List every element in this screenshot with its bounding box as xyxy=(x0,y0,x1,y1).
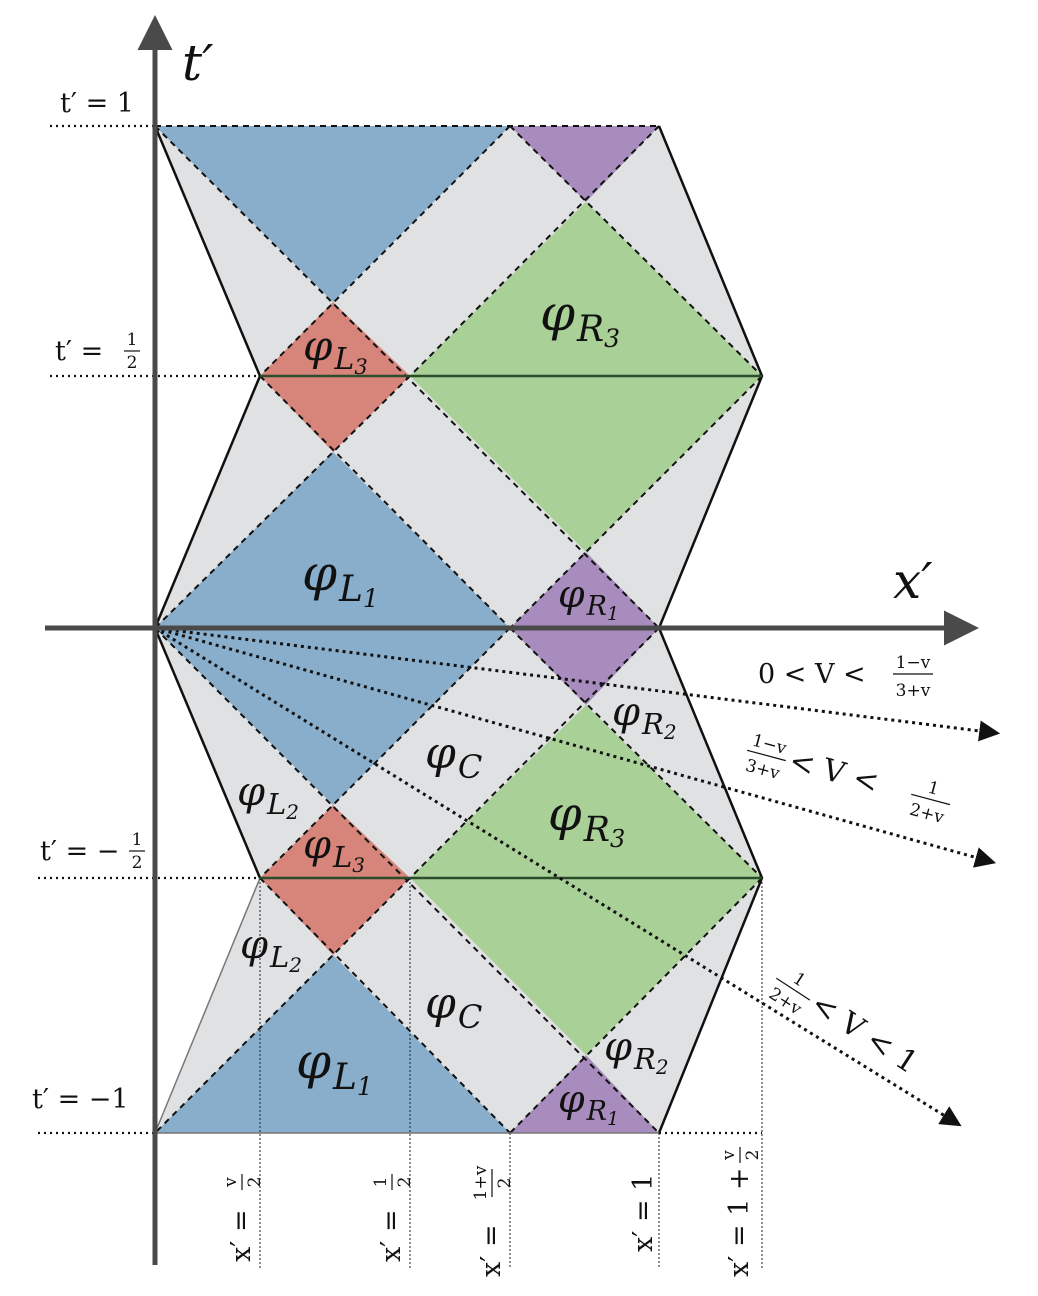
svg-text:1: 1 xyxy=(127,330,138,350)
region-R1-top-shape xyxy=(510,126,659,202)
time-tick-t1: t′ = 1 xyxy=(60,88,134,119)
velocity-range-2: 1−v 3+v < V < 1 2+v xyxy=(743,731,951,828)
region-label-R1-top: φR1 xyxy=(558,572,619,625)
region-label-L3-low: φL3 xyxy=(303,822,365,877)
space-tick-1pv2: x′ = 1 + v 2 xyxy=(719,1147,763,1277)
region-L3-low-shape xyxy=(260,805,410,955)
svg-text:< V <: < V < xyxy=(785,743,882,800)
region-L1-top-shape xyxy=(155,126,510,302)
svg-text:2+v: 2+v xyxy=(907,800,946,828)
svg-text:v: v xyxy=(221,1177,241,1188)
svg-text:t′ = −1: t′ = −1 xyxy=(32,1084,129,1115)
svg-text:2: 2 xyxy=(395,1177,415,1188)
region-label-C-mid: φC xyxy=(425,728,482,786)
ray-v2 xyxy=(154,626,997,868)
velocity-range-3: 1 2+v < V < 1 xyxy=(765,969,924,1081)
region-label-L1-low: φL1 xyxy=(296,1032,373,1101)
svg-text:1: 1 xyxy=(926,778,942,800)
svg-text:3+v: 3+v xyxy=(896,681,931,701)
svg-text:2: 2 xyxy=(495,1178,515,1189)
x-axis-label: x′ xyxy=(893,552,933,610)
svg-text:v: v xyxy=(719,1150,739,1161)
svg-text:2: 2 xyxy=(743,1150,763,1161)
svg-text:2: 2 xyxy=(132,853,143,873)
region-label-R1-low: φR1 xyxy=(558,1077,619,1130)
region-R3-low-shape xyxy=(410,705,762,1055)
time-tick-half: t′ = 1 2 xyxy=(55,330,140,373)
svg-text:1−v: 1−v xyxy=(750,731,789,759)
svg-text:0 < V <: 0 < V < xyxy=(758,659,866,690)
region-label-L3-top: φL3 xyxy=(303,321,368,379)
ray-v3 xyxy=(154,626,962,1127)
svg-text:1: 1 xyxy=(132,830,143,850)
region-label-L2-mid: φL2 xyxy=(237,769,299,824)
svg-text:t′ =: t′ = xyxy=(55,336,103,367)
region-L1-low-shape xyxy=(155,955,510,1133)
t-axis-label: t′ xyxy=(182,34,214,92)
space-tick-1: x′ = 1 xyxy=(628,1174,659,1252)
svg-text:x′ =: x′ = xyxy=(376,1209,407,1262)
svg-text:x′ = 1 +: x′ = 1 + xyxy=(724,1167,755,1277)
svg-text:2: 2 xyxy=(245,1177,265,1188)
region-label-C-low: φC xyxy=(425,978,482,1036)
time-tick-minus-half: t′ = − 1 2 xyxy=(40,830,145,873)
time-guides xyxy=(38,124,762,1135)
strip-outline-lower-left xyxy=(154,877,261,1134)
svg-text:1+v: 1+v xyxy=(471,1165,491,1200)
time-tick-tm1: t′ = −1 xyxy=(32,1084,129,1115)
ray-v1 xyxy=(154,626,1001,742)
strip-outline-left xyxy=(153,125,262,879)
space-guides xyxy=(259,878,763,1268)
svg-text:t′ = −: t′ = − xyxy=(40,836,119,867)
svg-text:1−v: 1−v xyxy=(896,653,931,673)
region-R1-low-shape xyxy=(510,1055,659,1133)
region-label-R3-low: φR3 xyxy=(548,786,625,853)
space-tick-1v2: x′ = 1+v 2 xyxy=(471,1165,515,1277)
svg-text:x′ =: x′ = xyxy=(476,1224,507,1277)
region-label-L1-top: φL1 xyxy=(302,544,379,613)
space-tick-v2: x′ = v 2 xyxy=(221,1174,265,1262)
svg-text:x′ = 1: x′ = 1 xyxy=(628,1174,659,1252)
svg-text:2: 2 xyxy=(127,353,138,373)
svg-text:3+v: 3+v xyxy=(743,756,782,784)
velocity-rays xyxy=(154,626,1001,1127)
region-label-L2-low: φL2 xyxy=(240,922,302,977)
svg-text:1: 1 xyxy=(371,1177,391,1188)
region-label-R2-low: φR2 xyxy=(604,1024,669,1079)
svg-text:t′ = 1: t′ = 1 xyxy=(60,88,134,119)
space-tick-half: x′ = 1 2 xyxy=(371,1174,415,1262)
svg-text:x′ =: x′ = xyxy=(226,1209,257,1262)
region-label-R3-top: φR3 xyxy=(540,284,620,353)
velocity-range-1: 0 < V < 1−v 3+v xyxy=(758,653,933,701)
region-label-R2-mid: φR2 xyxy=(612,689,677,744)
